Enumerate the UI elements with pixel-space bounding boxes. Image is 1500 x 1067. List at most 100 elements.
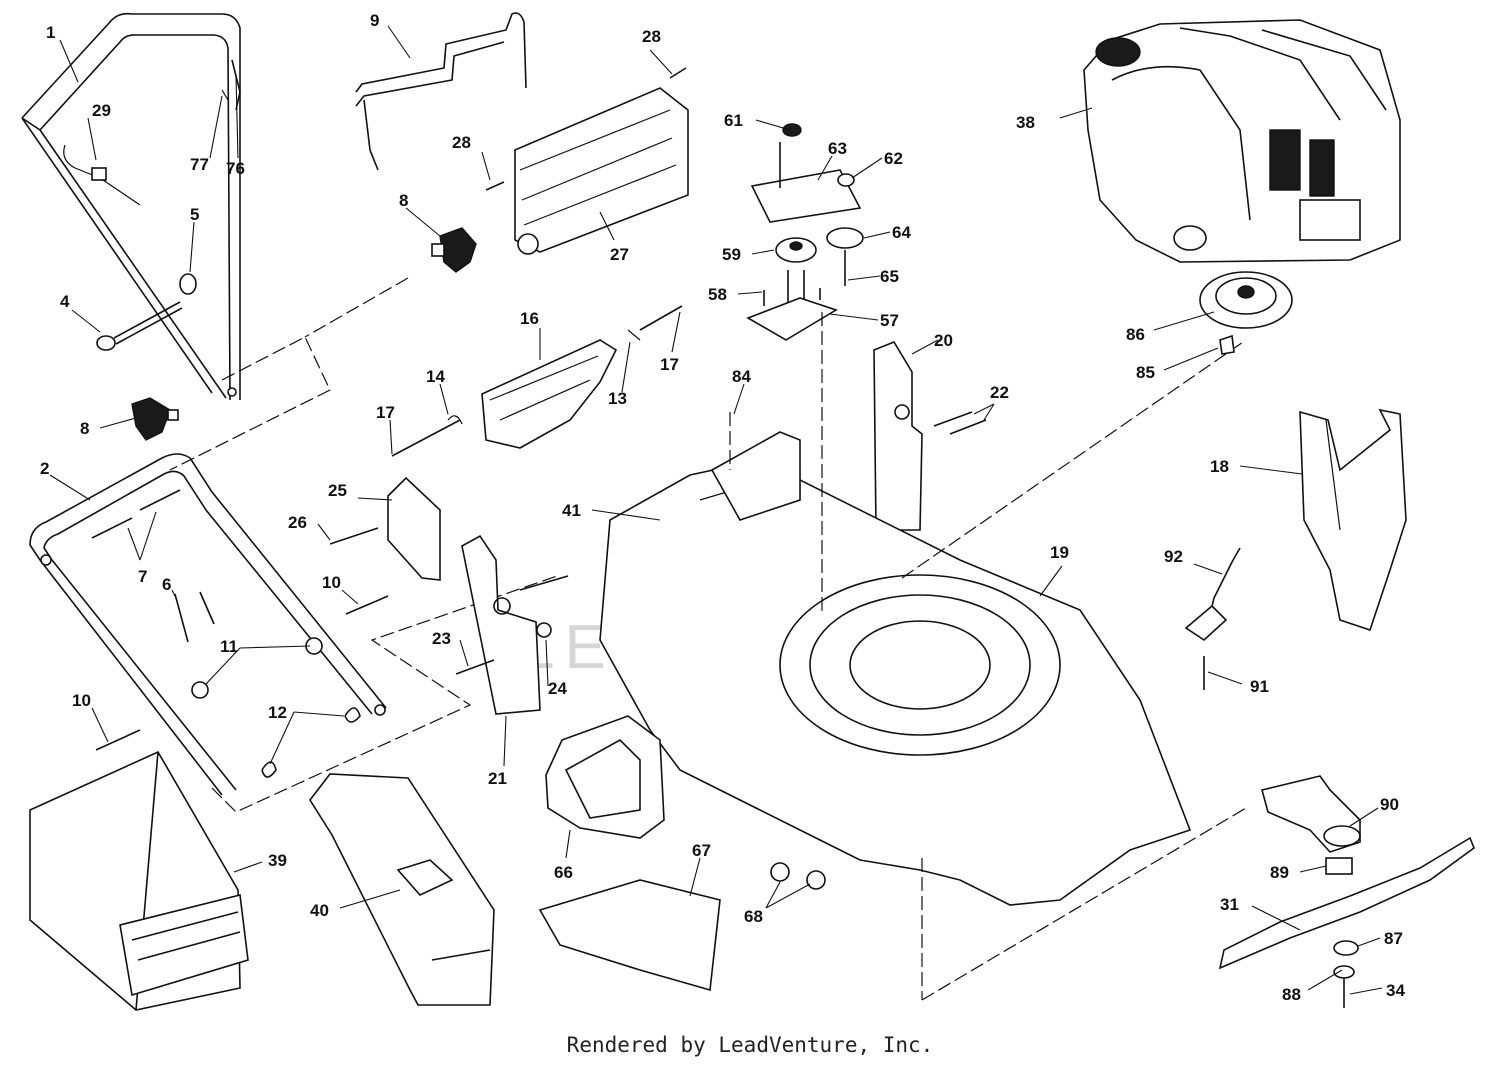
part-label-7: 7 xyxy=(138,567,147,586)
nut xyxy=(191,681,209,699)
washer xyxy=(1333,965,1355,979)
part-label-65: 65 xyxy=(880,267,899,286)
part-label-6: 6 xyxy=(162,575,171,594)
part-label-77: 77 xyxy=(190,155,209,174)
part-label-21: 21 xyxy=(488,769,507,788)
bolt xyxy=(345,595,389,615)
upper-handle xyxy=(21,12,241,401)
side-discharge-deflector xyxy=(481,339,618,449)
eye-bolt xyxy=(96,301,183,351)
bolt xyxy=(933,411,973,427)
part-label-92: 92 xyxy=(1164,547,1183,566)
part-label-11: 11 xyxy=(220,637,238,656)
part-label-86: 86 xyxy=(1126,325,1145,344)
upper-bail xyxy=(355,12,527,171)
blade-adapter xyxy=(1261,775,1361,853)
part-label-5: 5 xyxy=(190,205,199,224)
mower-blade xyxy=(1218,836,1475,970)
bolt xyxy=(199,591,215,625)
part-label-10-upper: 10 xyxy=(322,573,341,592)
part-label-29: 29 xyxy=(92,101,111,120)
hinge-rod xyxy=(639,305,683,331)
bolt xyxy=(139,489,181,511)
nut xyxy=(770,862,790,882)
bolt xyxy=(91,517,133,539)
blade-bearing xyxy=(1325,857,1353,875)
part-label-91: 91 xyxy=(1250,677,1269,696)
bolt xyxy=(455,659,495,675)
spring xyxy=(627,329,641,341)
part-label-17-left: 17 xyxy=(376,403,395,422)
part-label-25: 25 xyxy=(328,481,347,500)
height-adjust-bracket-right xyxy=(873,341,923,531)
part-label-90: 90 xyxy=(1380,795,1399,814)
part-label-27: 27 xyxy=(610,245,629,264)
part-label-19: 19 xyxy=(1050,543,1069,562)
engine-pulley xyxy=(1199,271,1293,329)
wheel-plate xyxy=(387,476,441,581)
mower-deck xyxy=(599,459,1192,906)
part-label-28-flap: 28 xyxy=(452,133,471,152)
part-label-62: 62 xyxy=(884,149,903,168)
hinge-rod xyxy=(391,419,461,457)
handle-knob-upper xyxy=(431,227,477,273)
part-label-13: 13 xyxy=(608,389,627,408)
rear-door xyxy=(710,431,801,521)
assembly-guide xyxy=(921,807,1247,1001)
screw-flap xyxy=(485,181,505,191)
part-label-8-upper: 8 xyxy=(399,191,408,210)
bolt xyxy=(95,729,141,751)
part-label-64: 64 xyxy=(892,223,911,242)
key xyxy=(1219,334,1235,355)
bolt xyxy=(949,419,987,435)
part-label-16: 16 xyxy=(520,309,539,328)
part-label-87: 87 xyxy=(1384,929,1403,948)
part-label-8-lower: 8 xyxy=(80,419,89,438)
bolt xyxy=(329,527,379,545)
mulch-baffle xyxy=(1299,408,1407,632)
part-label-10-lower: 10 xyxy=(72,691,91,710)
part-label-9: 9 xyxy=(370,11,379,30)
part-label-1: 1 xyxy=(46,23,55,42)
part-label-61: 61 xyxy=(724,111,743,130)
part-label-31: 31 xyxy=(1220,895,1239,914)
part-label-28-top: 28 xyxy=(642,27,661,46)
cable-clip xyxy=(91,167,107,181)
part-label-89: 89 xyxy=(1270,863,1289,882)
part-label-66: 66 xyxy=(554,863,573,882)
part-label-22: 22 xyxy=(990,383,1009,402)
part-label-4: 4 xyxy=(60,292,70,311)
part-label-67: 67 xyxy=(692,841,711,860)
engine xyxy=(1083,19,1401,263)
hair-clip xyxy=(261,761,277,778)
screw-top xyxy=(669,67,687,79)
bolt xyxy=(174,593,189,643)
idler-assembly xyxy=(746,123,864,341)
bag-frame xyxy=(309,773,495,1006)
part-label-38: 38 xyxy=(1016,113,1035,132)
footer-credit: Rendered by LeadVenture, Inc. xyxy=(566,1033,934,1057)
lower-handle xyxy=(29,453,387,796)
part-label-12: 12 xyxy=(268,703,287,722)
height-lever xyxy=(1184,547,1241,642)
part-label-14: 14 xyxy=(426,367,445,386)
grass-bag xyxy=(29,750,249,1011)
rear-flap xyxy=(514,87,689,255)
handle-knob-lower xyxy=(131,397,179,441)
part-label-84: 84 xyxy=(732,367,751,386)
part-label-63: 63 xyxy=(828,139,847,158)
part-label-76: 76 xyxy=(226,159,245,178)
part-label-24: 24 xyxy=(548,679,567,698)
part-label-88: 88 xyxy=(1282,985,1301,1004)
part-label-57: 57 xyxy=(880,311,899,330)
spacer xyxy=(179,273,197,295)
part-label-85: 85 xyxy=(1136,363,1155,382)
part-label-39: 39 xyxy=(268,851,287,870)
washer xyxy=(1333,940,1359,956)
nut xyxy=(536,622,552,638)
torsion-spring xyxy=(447,415,463,425)
control-bail xyxy=(231,59,241,111)
part-label-23: 23 xyxy=(432,629,451,648)
part-label-18: 18 xyxy=(1210,457,1229,476)
